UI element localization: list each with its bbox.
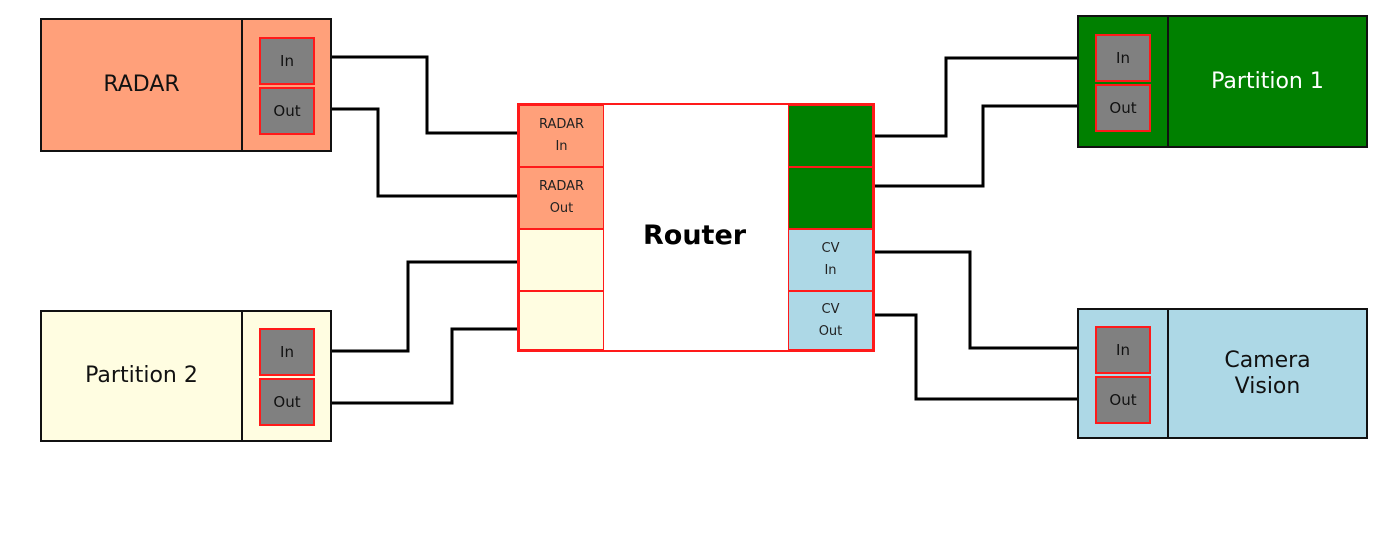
partition1-out-port[interactable]: Out [1095, 84, 1151, 132]
partition1-label: Partition 1 [1211, 68, 1324, 94]
router-port-cv-in[interactable]: CV In [788, 229, 873, 291]
wire-radar-out [314, 107, 519, 198]
camera-vision-divider [1167, 310, 1169, 437]
partition1-divider [1167, 17, 1169, 146]
router-port-partition2-in[interactable] [519, 229, 604, 291]
camera-vision-in-port[interactable]: In [1095, 326, 1151, 374]
radar-label: RADAR [103, 72, 180, 97]
partition2-divider [241, 312, 243, 440]
router-port-partition2-out[interactable] [519, 291, 604, 350]
radar-in-port[interactable]: In [259, 37, 315, 85]
router-port-label: RADAR [538, 179, 585, 194]
partition1-device[interactable]: In Out Partition 1 [1077, 15, 1368, 148]
router-port-partition1-out[interactable] [788, 167, 873, 229]
wire-partition2-out [314, 327, 519, 405]
camera-vision-label: Camera Vision [1169, 310, 1366, 437]
router-port-label: RADAR [538, 117, 585, 132]
router-port-cv-out[interactable]: CV Out [788, 291, 873, 350]
partition2-label: Partition 2 [85, 363, 198, 388]
router-port-partition1-in[interactable] [788, 105, 873, 167]
wire-radar-in [314, 55, 519, 135]
wire-partition2-in [314, 260, 519, 353]
router-title: Router [643, 220, 747, 251]
radar-out-port[interactable]: Out [259, 87, 315, 135]
router-port-label: CV [821, 301, 840, 317]
camera-vision-label-line2: Vision [1234, 373, 1301, 399]
wire-partition1-out [873, 104, 1095, 188]
camera-vision-label-line1: Camera [1224, 347, 1311, 373]
router-port-label: In [555, 139, 568, 154]
radar-divider [241, 20, 243, 150]
partition2-out-port[interactable]: Out [259, 378, 315, 426]
router-port-label: Out [549, 201, 574, 216]
partition1-in-port[interactable]: In [1095, 34, 1151, 82]
router-port-radar-out[interactable]: RADAR Out [519, 167, 604, 229]
radar-device[interactable]: RADAR In Out [40, 18, 332, 152]
partition2-device[interactable]: Partition 2 In Out [40, 310, 332, 442]
camera-vision-out-port[interactable]: Out [1095, 376, 1151, 424]
wire-cv-out [873, 313, 1095, 401]
router-port-radar-in[interactable]: RADAR In [519, 105, 604, 167]
wire-cv-in [873, 250, 1095, 350]
router-port-label: In [824, 263, 837, 278]
router[interactable]: Router RADAR In RADAR Out CV In CV Out [517, 103, 875, 352]
router-port-label: CV [821, 241, 840, 256]
router-port-label: Out [818, 323, 843, 339]
camera-vision-device[interactable]: In Out Camera Vision [1077, 308, 1368, 439]
partition2-in-port[interactable]: In [259, 328, 315, 376]
wire-partition1-in [873, 56, 1095, 138]
